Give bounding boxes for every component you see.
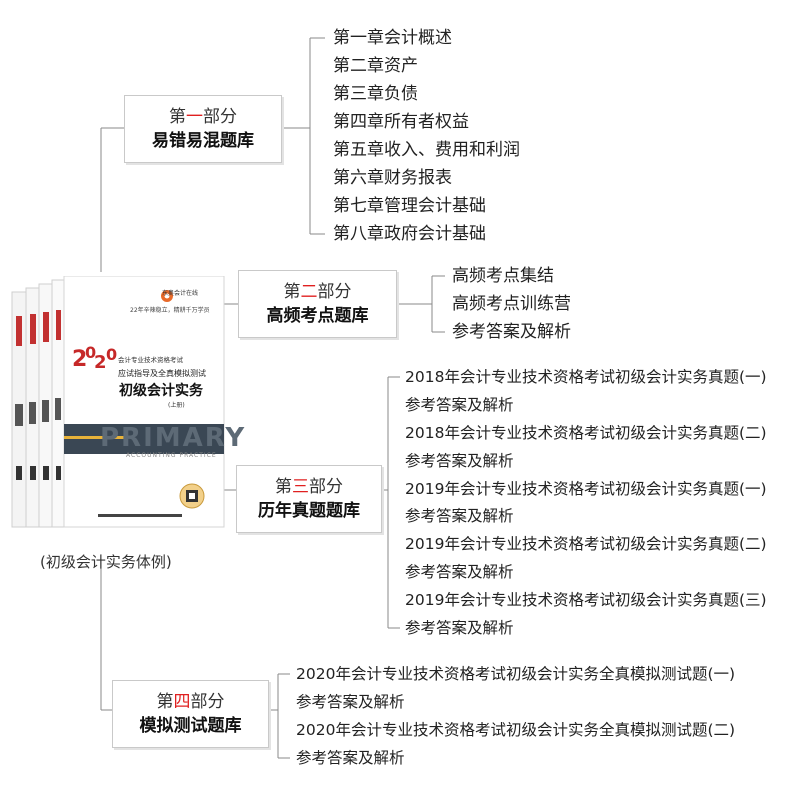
part-3-title: 历年真题题库 xyxy=(258,501,360,521)
part-2-label: 第二部分 xyxy=(283,282,352,302)
part-4-box[interactable]: 第四部分 模拟测试题库 xyxy=(112,680,269,748)
svg-text:2: 2 xyxy=(94,352,107,373)
book-publisher: 东奥会计在线 xyxy=(162,290,199,297)
part-1-item: 第三章负债 xyxy=(333,84,418,104)
part-2-item: 参考答案及解析 xyxy=(452,322,571,342)
part-1-item: 第二章资产 xyxy=(333,56,418,76)
part-1-item: 第一章会计概述 xyxy=(333,28,452,48)
part-3-item: 2019年会计专业技术资格考试初级会计实务真题(二) xyxy=(405,535,767,553)
part-1-box[interactable]: 第一部分 易错易混题库 xyxy=(124,95,282,163)
part-3-item: 参考答案及解析 xyxy=(405,396,514,414)
part-2-item: 高频考点集结 xyxy=(452,266,554,286)
part-1-item: 第七章管理会计基础 xyxy=(333,196,486,216)
svg-text:0: 0 xyxy=(106,345,117,364)
part-3-item: 参考答案及解析 xyxy=(405,619,514,637)
part-3-label: 第三部分 xyxy=(275,477,343,497)
part-4-title: 模拟测试题库 xyxy=(139,716,242,736)
book-volume: (上册) xyxy=(168,402,185,409)
part-4-label: 第四部分 xyxy=(156,692,225,712)
part-3-item: 2019年会计专业技术资格考试初级会计实务真题(一) xyxy=(405,480,767,498)
part-3-item: 参考答案及解析 xyxy=(405,507,514,525)
part-4-item: 2020年会计专业技术资格考试初级会计实务全真模拟测试题(二) xyxy=(296,721,736,739)
book-tagline: ACCOUNTING PRACTICE xyxy=(126,452,217,459)
part-1-label: 第一部分 xyxy=(169,107,237,127)
part-4-item: 2020年会计专业技术资格考试初级会计实务全真模拟测试题(一) xyxy=(296,665,736,683)
book-caption: (初级会计实务体例) xyxy=(40,553,172,571)
part-3-item: 2018年会计专业技术资格考试初级会计实务真题(二) xyxy=(405,424,767,442)
part-1-item: 第五章收入、费用和利润 xyxy=(333,140,520,160)
book-watermark: PRIMARY xyxy=(100,423,247,453)
book-series-line1: 会计专业技术资格考试 xyxy=(118,356,183,364)
book-slogan: 22年辛辣稳立，精耕千万学员 xyxy=(130,307,210,314)
part-3-item: 参考答案及解析 xyxy=(405,563,514,581)
part-2-title: 高频考点题库 xyxy=(266,306,369,326)
svg-text:0: 0 xyxy=(85,343,96,362)
part-3-box[interactable]: 第三部分 历年真题题库 xyxy=(236,465,382,533)
book-title: 初级会计实务 xyxy=(119,383,203,399)
part-1-title: 易错易混题库 xyxy=(152,131,254,151)
part-3-item: 参考答案及解析 xyxy=(405,452,514,470)
part-3-item: 2018年会计专业技术资格考试初级会计实务真题(一) xyxy=(405,368,767,386)
part-2-item: 高频考点训练营 xyxy=(452,294,571,314)
part-3-item: 2019年会计专业技术资格考试初级会计实务真题(三) xyxy=(405,591,767,609)
svg-text:2: 2 xyxy=(72,347,87,372)
part-4-item: 参考答案及解析 xyxy=(296,693,405,711)
part-4-item: 参考答案及解析 xyxy=(296,749,405,767)
book-cover-illustration: 2 0 2 0 东奥会计在线 22年辛辣稳立，精耕千万学员 会计专业技术资格考试… xyxy=(10,275,244,531)
part-1-item: 第四章所有者权益 xyxy=(333,112,469,132)
part-1-item: 第八章政府会计基础 xyxy=(333,224,486,244)
part-2-box[interactable]: 第二部分 高频考点题库 xyxy=(238,270,397,338)
part-1-item: 第六章财务报表 xyxy=(333,168,452,188)
book-series-line2: 应试指导及全真模拟测试 xyxy=(118,369,206,378)
